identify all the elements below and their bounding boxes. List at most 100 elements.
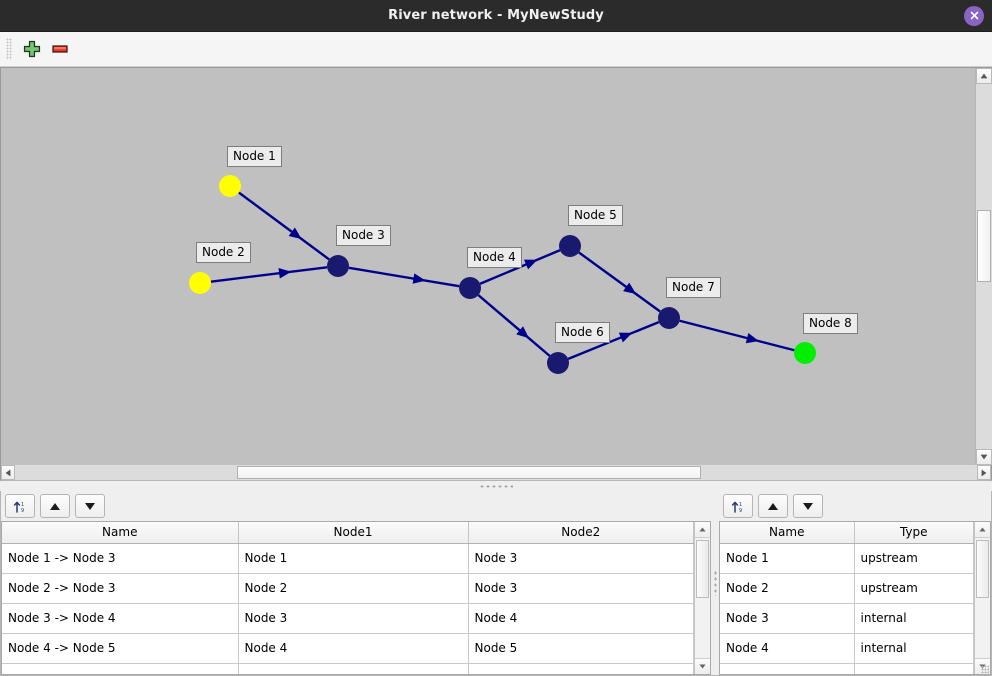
- graph-node-label[interactable]: Node 3: [336, 225, 391, 246]
- graph-node[interactable]: [794, 342, 816, 364]
- nodes-sort-ascending-icon[interactable]: 1 9: [723, 494, 753, 518]
- column-header[interactable]: Node1: [238, 522, 469, 544]
- close-icon[interactable]: [964, 5, 984, 26]
- scroll-down-icon[interactable]: [976, 449, 992, 465]
- graph-edge[interactable]: [210, 266, 328, 283]
- scroll-right-icon[interactable]: [977, 465, 991, 480]
- canvas-vertical-scrollbar[interactable]: [975, 68, 992, 465]
- network-graph-canvas[interactable]: Node 1 Node 2 Node 3 Node 4 Node 5 Node 6 Node…: [1, 68, 975, 465]
- nodes-scroll-up-icon[interactable]: [975, 522, 990, 538]
- reaches-vertical-scrollbar[interactable]: [694, 522, 710, 674]
- column-header[interactable]: Type: [854, 522, 974, 544]
- table-cell[interactable]: Node 1 -> Node 3: [2, 543, 239, 574]
- graph-edge[interactable]: [679, 319, 795, 352]
- reaches-vscroll-thumb[interactable]: [696, 540, 709, 598]
- graph-edge[interactable]: [238, 191, 330, 261]
- column-header[interactable]: Name: [720, 522, 855, 544]
- table-cell[interactable]: Node 3: [720, 603, 855, 634]
- table-cell[interactable]: Node 2: [720, 573, 855, 604]
- table-row-empty[interactable]: [2, 663, 694, 674]
- table-cell[interactable]: Node 5: [468, 633, 694, 664]
- scroll-left-icon[interactable]: [1, 465, 15, 480]
- table-cell[interactable]: Node 3: [468, 543, 694, 574]
- graph-node-label[interactable]: Node 4: [467, 247, 522, 268]
- table-cell[interactable]: Node 4: [468, 603, 694, 634]
- table-cell[interactable]: Node 3: [238, 603, 469, 634]
- nodes-vertical-scrollbar[interactable]: [974, 522, 990, 674]
- table-cell[interactable]: internal: [854, 633, 974, 664]
- reaches-vscroll-track[interactable]: [695, 538, 710, 658]
- canvas-vscroll-thumb[interactable]: [977, 210, 991, 282]
- graph-node-label[interactable]: Node 2: [196, 242, 251, 263]
- table-cell[interactable]: Node 3 -> Node 4: [2, 603, 239, 634]
- svg-text:1: 1: [739, 502, 742, 508]
- nodes-arrow-down-icon[interactable]: [793, 494, 823, 518]
- graph-edge-arrowhead: [623, 282, 637, 295]
- nodes-arrow-up-icon[interactable]: [758, 494, 788, 518]
- canvas-hscroll-track[interactable]: [15, 465, 977, 480]
- graph-node-label[interactable]: Node 6: [555, 322, 610, 343]
- reaches-scroll-down-icon[interactable]: [695, 658, 710, 674]
- table-cell[interactable]: Node 3: [468, 573, 694, 604]
- graph-edge[interactable]: [578, 251, 661, 313]
- nodes-vscroll-track[interactable]: [975, 538, 990, 658]
- arrow-up-icon[interactable]: [40, 494, 70, 518]
- table-cell[interactable]: Node 4: [238, 633, 469, 664]
- toolbar-drag-handle[interactable]: [6, 38, 12, 60]
- column-header[interactable]: Name: [2, 522, 239, 544]
- table-cell[interactable]: Node 1: [238, 543, 469, 574]
- add-plus-icon[interactable]: [18, 35, 46, 63]
- graph-node[interactable]: [459, 277, 481, 299]
- table-cell[interactable]: upstream: [854, 573, 974, 604]
- table-cell[interactable]: internal: [854, 603, 974, 634]
- graph-node[interactable]: [189, 272, 211, 294]
- graph-edge[interactable]: [477, 294, 551, 357]
- table-cell[interactable]: upstream: [854, 543, 974, 574]
- graph-node-label[interactable]: Node 7: [666, 277, 721, 298]
- graph-node[interactable]: [327, 255, 349, 277]
- graph-node-label[interactable]: Node 1: [227, 146, 282, 167]
- graph-edge[interactable]: [348, 266, 460, 288]
- column-header[interactable]: Node2: [468, 522, 694, 544]
- graph-edge[interactable]: [567, 321, 660, 360]
- sort-ascending-icon[interactable]: 1 9: [5, 494, 35, 518]
- table-cell[interactable]: Node 2 -> Node 3: [2, 573, 239, 604]
- table-cell[interactable]: Node 1: [720, 543, 855, 574]
- remove-minus-icon[interactable]: [46, 35, 74, 63]
- vertical-splitter-grip-icon: [713, 570, 717, 596]
- network-canvas-panel: Node 1 Node 2 Node 3 Node 4 Node 5 Node 6 Node…: [0, 67, 992, 465]
- graph-node[interactable]: [658, 307, 680, 329]
- canvas-horizontal-scrollbar[interactable]: [0, 465, 992, 481]
- table-cell[interactable]: Node 4 -> Node 5: [2, 633, 239, 664]
- horizontal-splitter[interactable]: [0, 481, 992, 491]
- graph-node[interactable]: [547, 352, 569, 374]
- table-cell[interactable]: Node 4: [720, 633, 855, 664]
- vertical-splitter[interactable]: [711, 491, 719, 675]
- window-resize-grip-icon[interactable]: [981, 665, 989, 673]
- table-row-empty[interactable]: [720, 663, 974, 674]
- graph-node-label[interactable]: Node 8: [803, 313, 858, 334]
- arrow-down-icon[interactable]: [75, 494, 105, 518]
- scroll-up-icon[interactable]: [976, 68, 992, 84]
- table-cell[interactable]: Node 2: [238, 573, 469, 604]
- graph-node-label[interactable]: Node 5: [568, 205, 623, 226]
- graph-node[interactable]: [219, 175, 241, 197]
- reaches-scroll-up-icon[interactable]: [695, 522, 710, 538]
- canvas-vscroll-track[interactable]: [976, 84, 992, 449]
- canvas-hscroll-thumb[interactable]: [237, 466, 701, 479]
- nodes-vscroll-thumb[interactable]: [976, 540, 989, 598]
- graph-node[interactable]: [559, 235, 581, 257]
